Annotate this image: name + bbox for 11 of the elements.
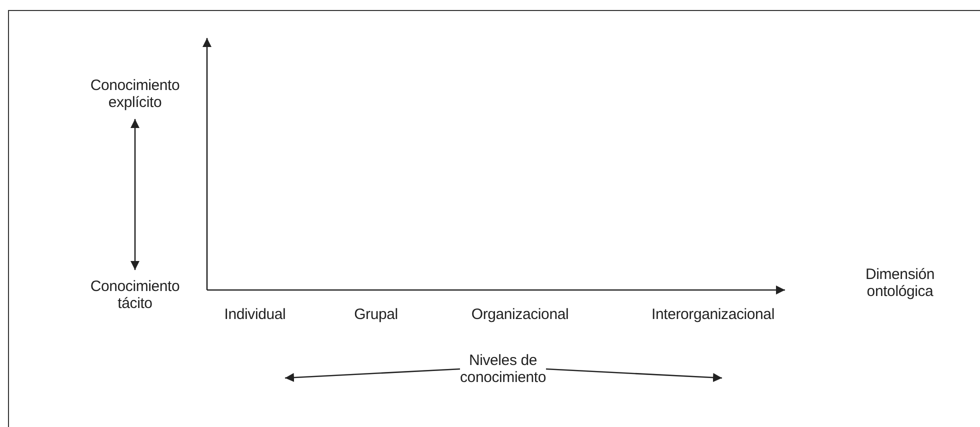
axis-label: Grupal	[353, 306, 399, 323]
node-label: Conocimiento tácito	[89, 278, 181, 312]
axis-label: Organizacional	[470, 306, 570, 323]
axis-label: Dimensión ontológica	[864, 266, 936, 300]
arrow	[284, 368, 460, 382]
node-label: Conocimiento explícito	[89, 77, 181, 111]
axis-label: Individual	[223, 306, 287, 323]
arrow	[546, 368, 722, 382]
arrow	[130, 119, 140, 270]
axis-label: Interorganizacional	[650, 306, 776, 323]
node-label: Niveles de conocimiento	[459, 352, 547, 386]
